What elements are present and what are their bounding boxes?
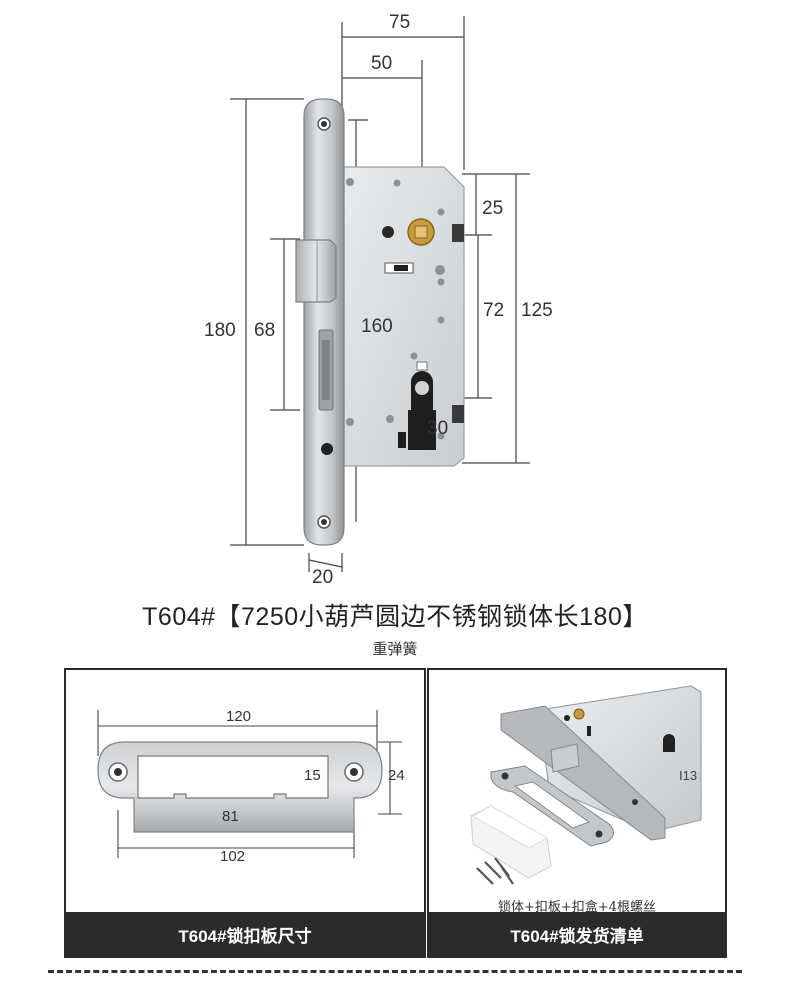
dim-plate-inner: 81	[222, 808, 239, 825]
dim-height-latch: 68	[254, 320, 276, 341]
strike-plate-panel: 120 24 15 81 102 T604#锁扣板尺寸	[64, 668, 426, 958]
dim-plate-opening: 15	[304, 767, 321, 784]
strike-plate-diagram	[97, 710, 402, 858]
faceplate	[303, 98, 345, 546]
product-subtitle: 重弹簧	[372, 641, 418, 658]
dim-height-faceplate: 180	[204, 320, 236, 341]
dim-center-distance: 72	[483, 300, 505, 321]
dim-faceplate-width: 20	[312, 567, 334, 588]
dim-body-height: 125	[521, 300, 553, 321]
dim-width-total: 75	[389, 12, 411, 33]
shipping-items-photo	[470, 685, 702, 885]
dim-plate-length: 120	[226, 708, 252, 725]
case-screws	[346, 178, 445, 440]
cylinder-hole-icon	[408, 371, 436, 450]
dim-plate-height: 24	[388, 767, 405, 784]
shipping-list-panel: I13 锁体+扣板+扣盒+4根螺丝 T604#锁发货清单	[427, 668, 727, 958]
faceplate-photo	[500, 705, 666, 841]
shipping-list-caption: T604#锁发货清单	[429, 912, 725, 956]
shipping-contents: 锁体+扣板+扣盒+4根螺丝	[498, 900, 656, 915]
hole-icon	[382, 226, 394, 238]
dim-width-backset: 50	[371, 53, 393, 74]
faceplate-hole-icon	[321, 443, 333, 455]
strike-opening	[137, 755, 329, 799]
latch-bolt	[295, 239, 337, 303]
photo-label: I13	[679, 768, 698, 783]
product-title: T604#【7250小葫芦圆边不锈钢锁体长180】	[142, 603, 648, 631]
dim-cylinder: 30	[427, 418, 449, 439]
lock-body-diagram	[230, 16, 530, 572]
dashed-divider	[48, 970, 742, 973]
dim-height-inner: 160	[361, 316, 393, 337]
dim-plate-base: 102	[220, 848, 246, 865]
dim-top-offset: 25	[482, 198, 504, 219]
screws-photo	[476, 857, 514, 885]
strike-plate-caption: T604#锁扣板尺寸	[66, 912, 424, 956]
